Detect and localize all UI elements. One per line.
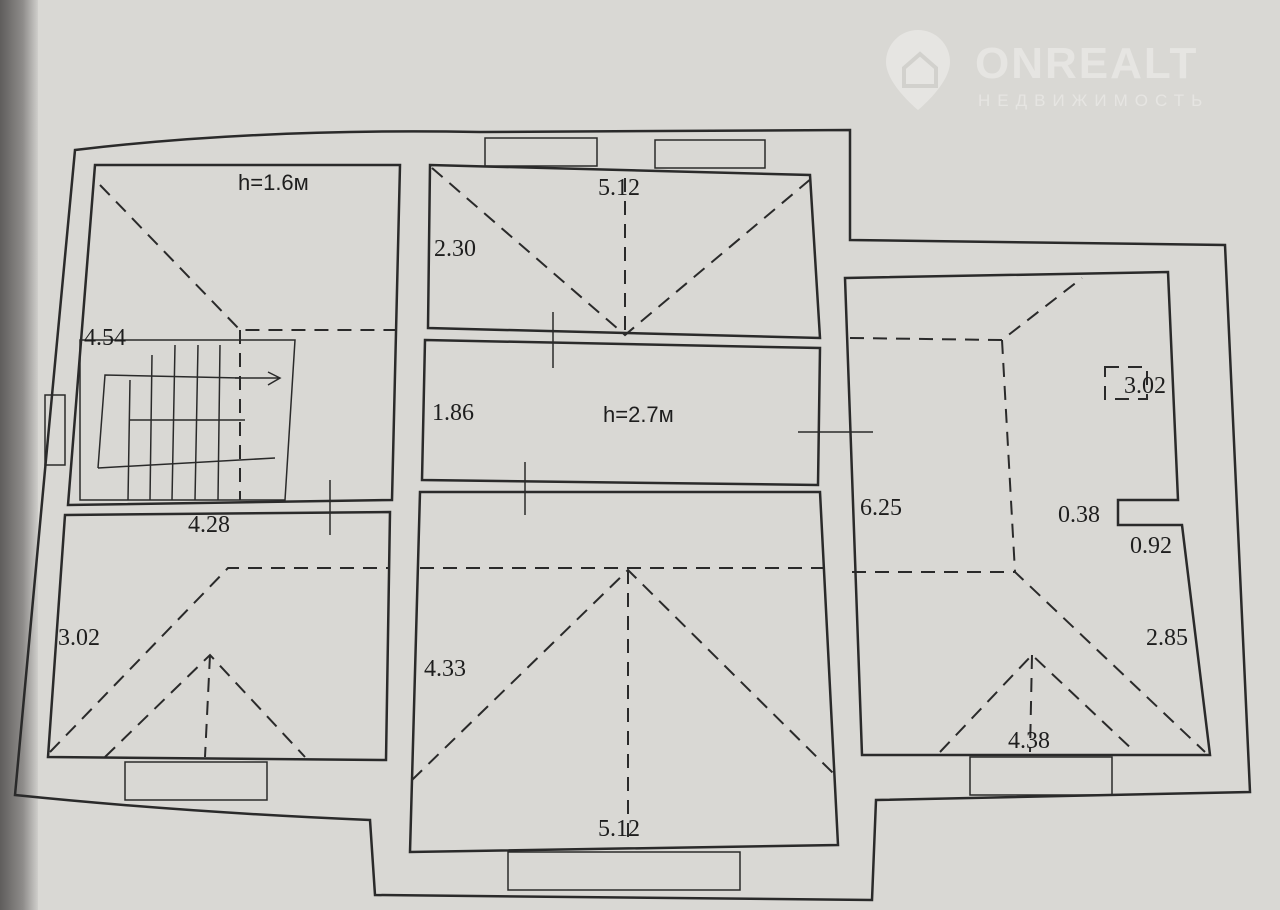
window-bottom-right (969, 756, 1113, 796)
stair-room-wall (66, 163, 402, 507)
center-room-wall (408, 490, 840, 854)
dim-top-room-depth: 2.30 (434, 236, 476, 262)
dim-stair-width: 4.54 (84, 325, 126, 351)
logo-brand: ONREALT (975, 39, 1198, 88)
window-top-2 (654, 139, 766, 169)
chimney-box (1104, 366, 1148, 400)
dim-right-room-width: 4.38 (1008, 728, 1050, 754)
window-bottom-left (124, 761, 268, 801)
logo-subtitle: НЕДВИЖИМОСТЬ (978, 91, 1209, 110)
window-top-1 (484, 137, 598, 167)
dim-notch-depth: 0.38 (1058, 502, 1100, 528)
dim-right-lower: 2.85 (1146, 625, 1188, 651)
onrealt-logo: ONREALT НЕДВИЖИМОСТЬ (886, 30, 1209, 110)
dim-center-room-depth: 4.33 (424, 656, 466, 682)
right-room-wall (843, 270, 1212, 757)
dim-hall-depth: 1.86 (432, 400, 474, 426)
top-room-wall (426, 163, 822, 340)
dim-right-box: 3.02 (1124, 373, 1166, 399)
dim-right-room-depth: 6.25 (860, 495, 902, 521)
left-room-wall (46, 510, 392, 762)
height-label-main: h=2.7м (603, 402, 674, 427)
outer-wall (13, 128, 1252, 902)
dim-bottom-room-width: 5.12 (598, 816, 640, 842)
dim-left-room-depth: 3.02 (58, 625, 100, 651)
window-bottom-center (507, 851, 741, 891)
staircase (79, 339, 296, 501)
height-label-low: h=1.6м (238, 170, 309, 195)
window-left (44, 394, 66, 466)
hall-wall (420, 338, 822, 487)
dim-top-room-width: 5.12 (598, 175, 640, 201)
dim-notch-width: 0.92 (1130, 533, 1172, 559)
dim-left-room-width: 4.28 (188, 512, 230, 538)
